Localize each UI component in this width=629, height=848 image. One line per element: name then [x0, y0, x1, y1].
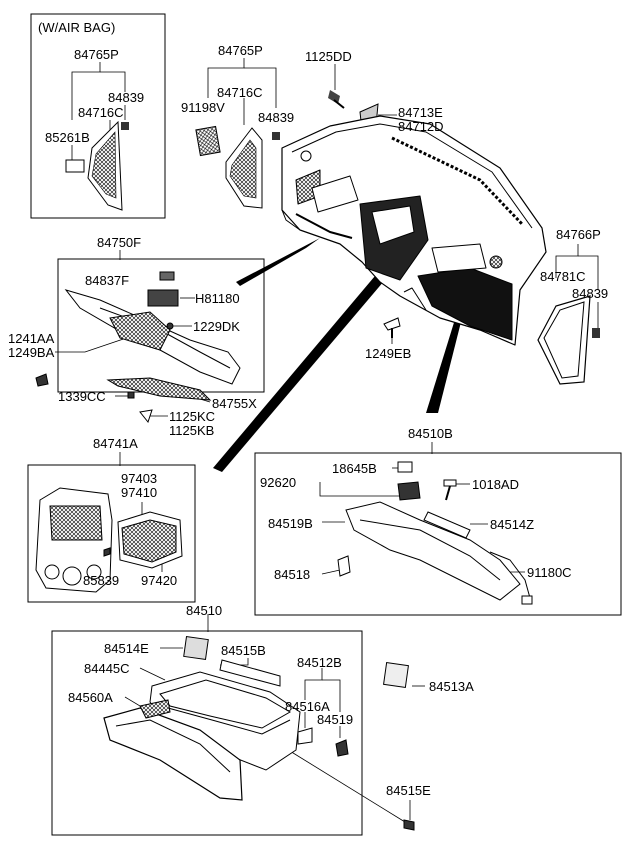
callout-84741A: 84741A — [93, 436, 138, 451]
side-cover-part — [195, 90, 379, 209]
callout-1125KC: 1125KC — [169, 409, 216, 424]
callout-1229DK: 1229DK — [193, 319, 240, 334]
air-bag-box — [30, 13, 166, 219]
callout-84781C: 84781C — [540, 269, 586, 284]
glove-box-part — [103, 636, 415, 831]
callout-84516A: 84516A — [285, 699, 330, 714]
callout-85839: 85839 — [83, 573, 120, 588]
glove-box-box — [51, 630, 363, 836]
callout-84713E: 84713E — [398, 105, 443, 120]
callout-92620: 92620 — [260, 475, 297, 490]
callout-1339CC: 1339CC — [58, 389, 106, 404]
callout-1249EB: 1249EB — [365, 346, 412, 361]
callout-84510: 84510 — [186, 603, 223, 618]
callout-84518: 84518 — [274, 567, 311, 582]
callout-84839-a: 84839 — [108, 90, 145, 105]
callout-84514Z: 84514Z — [490, 517, 535, 532]
callout-18645B: 18645B — [332, 461, 377, 476]
air-bag-cover-part — [65, 120, 129, 211]
callout-84512B: 84512B — [297, 655, 342, 670]
callout-97420: 97420 — [141, 573, 178, 588]
callout-84716C-a: 84716C — [78, 105, 124, 120]
right-side-cover-part — [383, 295, 600, 385]
callout-91198V: 91198V — [181, 100, 225, 115]
callout-84514E: 84514E — [104, 641, 149, 656]
air-bag-note: (W/AIR BAG) — [38, 20, 116, 35]
callout-84839-b: 84839 — [258, 110, 295, 125]
callout-91180C: 91180C — [527, 565, 572, 580]
bracket-box — [254, 452, 622, 616]
callout-84765P-b: 84765P — [218, 43, 263, 58]
callout-85261B: 85261B — [45, 130, 90, 145]
center-fascia-box — [27, 464, 196, 603]
callout-84750F: 84750F — [97, 235, 142, 250]
callout-84445C: 84445C — [84, 661, 130, 676]
pointer-wedges — [213, 238, 462, 472]
callout-1018AD: 1018AD — [472, 477, 519, 492]
callout-1125KB: 1125KB — [169, 423, 215, 438]
callout-84839-c: 84839 — [572, 286, 609, 301]
callout-1125DD: 1125DD — [305, 49, 352, 64]
callout-97403: 97403 — [121, 471, 158, 486]
main-dashboard — [281, 115, 547, 346]
callout-84519B: 84519B — [268, 516, 313, 531]
callout-84515E: 84515E — [386, 783, 431, 798]
callout-1241AA: 1241AA — [8, 331, 55, 346]
callout-H81180: H81180 — [195, 291, 240, 306]
callout-84766P: 84766P — [556, 227, 601, 242]
callout-84515B: 84515B — [221, 643, 266, 658]
callout-84510B: 84510B — [408, 426, 453, 441]
callout-84837F: 84837F — [85, 273, 130, 288]
dash-bracket-part — [337, 461, 533, 605]
center-panel-part — [35, 271, 241, 424]
callout-84519: 84519 — [317, 712, 354, 727]
callout-84560A: 84560A — [68, 690, 113, 705]
callout-97410: 97410 — [121, 485, 158, 500]
callout-84513A: 84513A — [429, 679, 474, 694]
callout-1249BA: 1249BA — [8, 345, 55, 360]
callout-84716C-b: 84716C — [217, 85, 263, 100]
callout-84712D: 84712D — [398, 119, 444, 134]
center-fascia-part — [35, 487, 183, 593]
callout-84755X: 84755X — [212, 396, 257, 411]
callout-84765P-a: 84765P — [74, 47, 119, 62]
